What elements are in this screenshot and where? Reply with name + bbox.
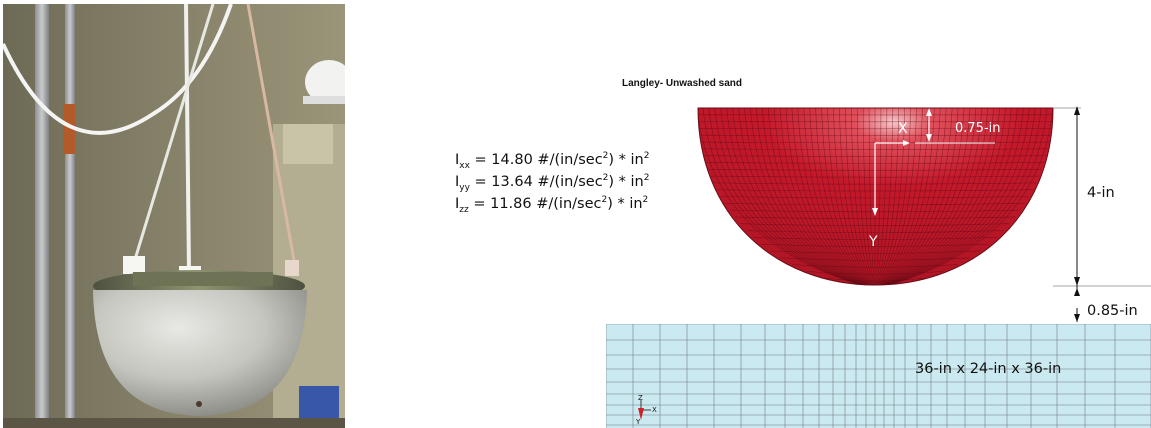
y-axis-label: Y: [868, 234, 878, 250]
photo-post-left: [35, 4, 49, 428]
triad-icon: X Z Y: [635, 394, 657, 426]
inertia-list: Ixx = 14.80 #/(in/sec2) * in2 Iyy = 13.6…: [455, 151, 649, 215]
inertia-iyy: Iyy = 13.64 #/(in/sec2) * in2: [455, 173, 649, 193]
sand-box: [606, 324, 1151, 428]
impactor-photo-image: [3, 4, 345, 428]
offset-dim-label: 0.75-in: [955, 121, 1001, 136]
photo-wall-box: [283, 124, 333, 164]
inertia-ixx: Ixx = 14.80 #/(in/sec2) * in2: [455, 151, 649, 171]
photo-post-right: [65, 4, 75, 428]
photo-rope-left: [131, 4, 215, 267]
photo-bracket: [63, 104, 75, 154]
photo-rope-loop: [3, 4, 233, 135]
gap-dimension: 0.85-in: [1074, 286, 1138, 322]
impactor-photo: [3, 4, 345, 428]
svg-text:X: X: [652, 406, 657, 414]
sand-box-mesh: 36-in x 24-in x 36-in: [606, 324, 1151, 428]
local-axes: X Y 0.75-in: [868, 108, 1001, 250]
x-axis-label: X: [898, 121, 908, 137]
inertia-izz: Izz = 11.86 #/(in/sec2) * in2: [455, 195, 648, 215]
photo-rope-right: [246, 4, 297, 267]
photo-aluminum-bowl: [93, 290, 307, 416]
sand-grid: [606, 324, 1151, 428]
simulation-diagram: Langley- Unwashed sand Ixx = 14.80 #/(in…: [455, 70, 1151, 428]
photo-hard-hat: [305, 60, 345, 104]
svg-text:Y: Y: [635, 418, 641, 426]
svg-text:Z: Z: [638, 394, 643, 402]
photo-wall-panel: [273, 124, 345, 424]
photo-blue-box: [299, 386, 339, 420]
height-dimension: 4-in: [1053, 106, 1151, 287]
simulation-diagram-svg: Langley- Unwashed sand Ixx = 14.80 #/(in…: [455, 78, 1151, 428]
gap-dim-label: 0.85-in: [1087, 303, 1138, 319]
diagram-title: Langley- Unwashed sand: [622, 78, 742, 89]
sand-box-label: 36-in x 24-in x 36-in: [915, 361, 1061, 377]
photo-rope-center: [184, 4, 191, 273]
height-dim-label: 4-in: [1087, 185, 1115, 201]
